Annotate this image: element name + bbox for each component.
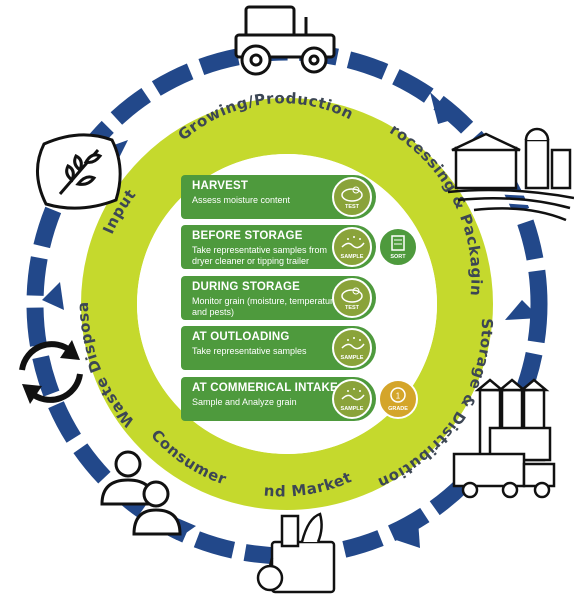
tractor-icon (234, 5, 336, 76)
grade-badge: 1 GRADE (378, 379, 418, 419)
stage-desc: Take representative samples (192, 346, 307, 356)
sample-icon (341, 388, 365, 401)
sample-badge: SAMPLE (332, 328, 372, 368)
svg-text:1: 1 (396, 392, 401, 401)
stage-desc: Monitor grain (moisture, temperature and… (192, 296, 339, 317)
stage-desc: Sample and Analyze grain (192, 397, 297, 407)
stage-title: DURING STORAGE (192, 281, 301, 293)
sample-badge: SAMPLE (332, 227, 372, 267)
stage-desc: Take representative samples from dryer c… (192, 245, 328, 266)
grocery-bag-icon (256, 512, 336, 594)
test-badge: TEST (332, 278, 372, 318)
people-icon (100, 450, 182, 536)
stage-title: AT COMMERICAL INTAKE (192, 382, 338, 394)
medal-icon: 1 (390, 387, 406, 403)
inner-ring (81, 98, 493, 510)
stage-desc: Assess moisture content (192, 195, 291, 205)
grain-elevator-icon (452, 378, 556, 499)
sample-icon (341, 337, 365, 350)
sort-icon (391, 235, 405, 251)
sample-badge: SAMPLE (332, 379, 372, 419)
stage-title: AT OUTLOADING (192, 331, 290, 343)
recycle-icon (19, 340, 83, 404)
dish-icon (341, 186, 363, 202)
farm-icon (447, 127, 574, 222)
stage-title: BEFORE STORAGE (192, 230, 303, 242)
stage-title: HARVEST (192, 180, 249, 192)
sort-badge: SORT (378, 227, 418, 267)
test-badge: TEST (332, 177, 372, 217)
grain-sack-icon (35, 133, 122, 210)
sample-icon (341, 236, 365, 249)
dish-icon (341, 287, 363, 303)
